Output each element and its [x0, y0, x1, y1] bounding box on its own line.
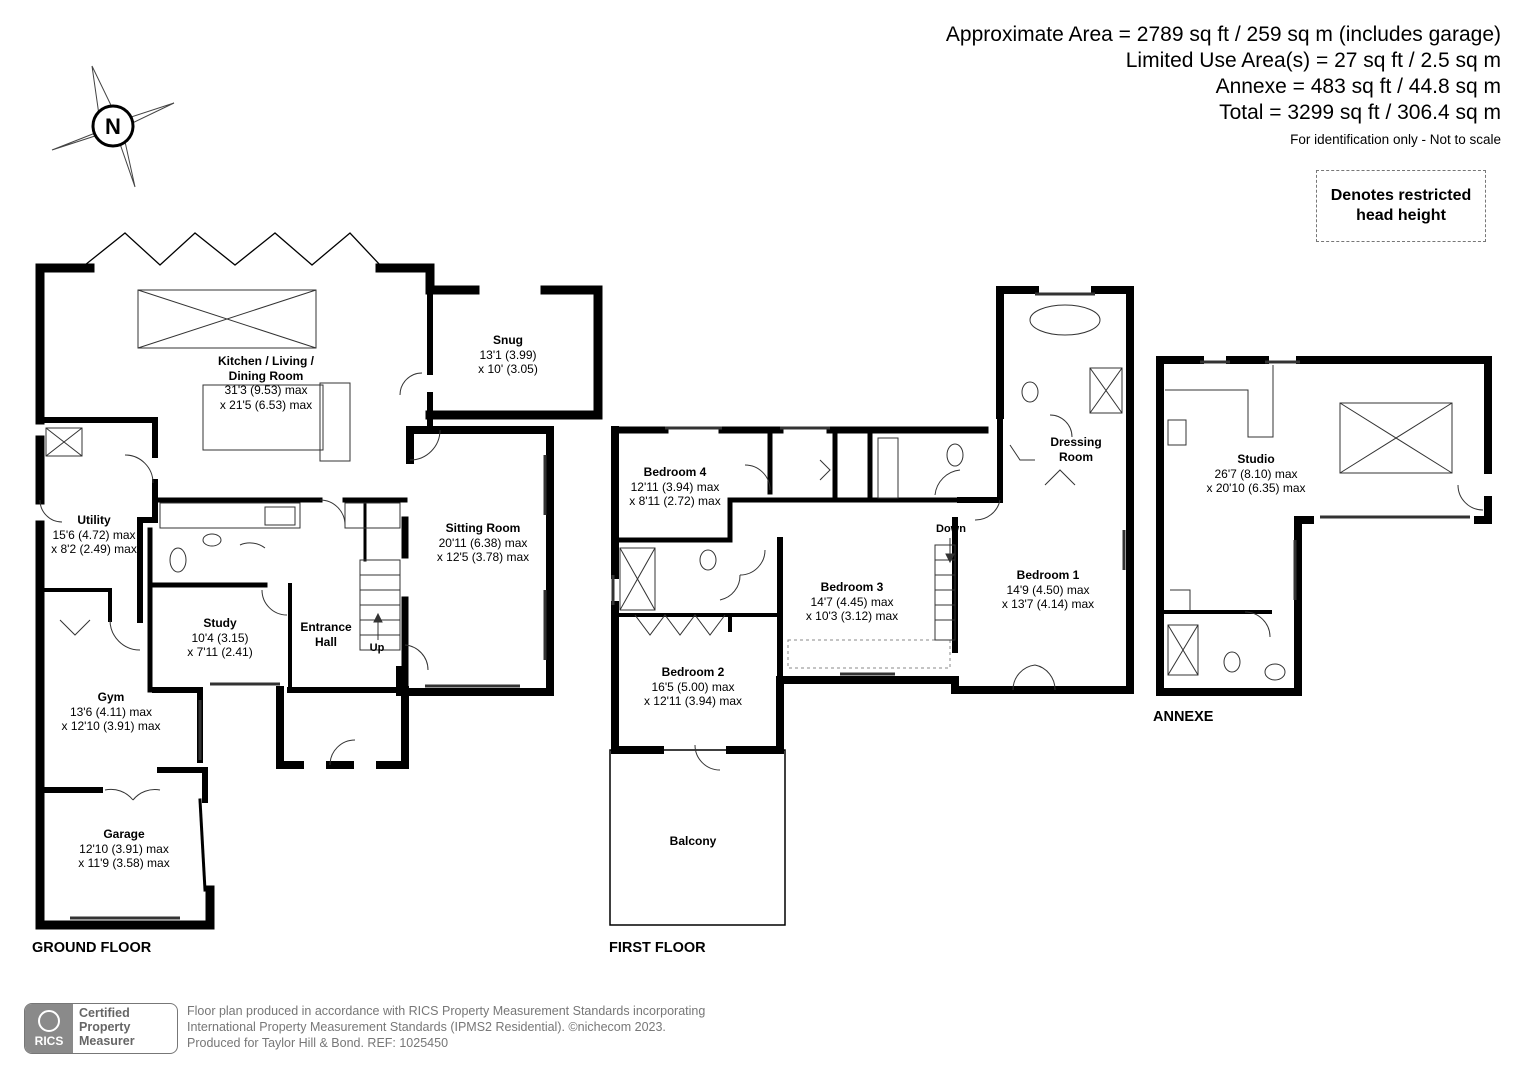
rics-line-1: Certified: [79, 1006, 130, 1020]
room-gym: Gym 13'6 (4.11) max x 12'10 (3.91) max: [61, 690, 160, 734]
room-entrance-hall: Entrance Hall: [300, 620, 351, 649]
area-limited-use: Limited Use Area(s) = 27 sq ft / 2.5 sq …: [1125, 49, 1501, 72]
room-dim-1: 13'1 (3.99): [479, 347, 537, 362]
room-dim-2: x 13'7 (4.14) max: [1001, 597, 1095, 611]
room-name: Garage: [103, 827, 145, 841]
room-name-line-2: Dining Room: [228, 368, 304, 383]
room-dim-2: x 10'3 (3.12) max: [805, 609, 899, 623]
area-approximate: Approximate Area = 2789 sq ft / 259 sq m…: [945, 23, 1501, 46]
room-dim-2: x 11'9 (3.58) max: [78, 856, 170, 870]
room-balcony: Balcony: [670, 834, 717, 849]
room-bedroom-1: Bedroom 1 14'9 (4.50) max x 13'7 (4.14) …: [1002, 568, 1094, 612]
room-name: Study: [203, 616, 237, 630]
rics-emblem-icon: [38, 1009, 60, 1032]
room-dim-1: 14'9 (4.50) max: [1006, 582, 1090, 597]
room-name: Snug: [493, 333, 523, 347]
area-annexe: Annexe = 483 sq ft / 44.8 sq m: [1215, 75, 1501, 98]
room-name: Bedroom 3: [820, 580, 884, 594]
area-total: Total = 3299 sq ft / 306.4 sq m: [1219, 101, 1501, 124]
room-dim-1: 12'11 (3.94) max: [630, 479, 720, 494]
room-dim-1: 26'7 (8.10) max: [1214, 466, 1298, 481]
room-name-line-2: Room: [1058, 449, 1093, 464]
room-dim-2: x 8'2 (2.49) max: [51, 542, 137, 556]
stairs-up-label: Up: [369, 642, 385, 654]
floor-label-ground: GROUND FLOOR: [32, 940, 152, 956]
room-dim-1: 15'6 (4.72) max: [52, 527, 136, 542]
footer-line-2: International Property Measurement Stand…: [187, 1020, 666, 1034]
room-dim-2: x 10' (3.05): [478, 362, 538, 376]
room-dim-2: x 7'11 (2.41): [187, 645, 253, 659]
room-name: Bedroom 2: [661, 665, 725, 679]
room-snug: Snug 13'1 (3.99) x 10' (3.05): [478, 333, 538, 377]
room-name: Kitchen / Living /: [217, 354, 315, 368]
room-utility: Utility 15'6 (4.72) max x 8'2 (2.49) max: [51, 513, 137, 557]
annexe-fixtures: [1165, 360, 1484, 681]
room-bedroom-2: Bedroom 2 16'5 (5.00) max x 12'11 (3.94)…: [644, 665, 742, 709]
first-floor-fixtures: [609, 292, 1126, 926]
rics-text: Certified Property Measurer: [73, 1004, 141, 1053]
room-dim-2: x 20'10 (6.35) max: [1206, 481, 1306, 495]
room-name: Gym: [97, 690, 125, 704]
restricted-height-legend: Denotes restricted head height: [1316, 170, 1486, 242]
room-name: Entrance: [300, 620, 352, 634]
room-garage: Garage 12'10 (3.91) max x 11'9 (3.58) ma…: [78, 827, 169, 871]
scale-note: For identification only - Not to scale: [1290, 132, 1501, 147]
room-dim-2: x 8'11 (2.72) max: [629, 494, 721, 508]
footer-line-1: Floor plan produced in accordance with R…: [187, 1004, 706, 1018]
rics-mark: RICS: [25, 1004, 73, 1053]
footer-text: Floor plan produced in accordance with R…: [187, 1003, 705, 1051]
room-dim-1: 20'11 (6.38) max: [438, 535, 528, 550]
area-summary: Approximate Area = 2789 sq ft / 259 sq m…: [946, 22, 1501, 126]
room-dim-1: 31'3 (9.53) max: [224, 383, 308, 397]
room-dim-1: 10'4 (3.15): [191, 630, 249, 645]
room-kitchen: Kitchen / Living / Dining Room 31'3 (9.5…: [218, 354, 314, 412]
rics-line-3: Measurer: [79, 1034, 135, 1048]
room-dim-2: x 12'10 (3.91) max: [61, 719, 161, 733]
room-name-line-2: Hall: [314, 634, 338, 649]
rics-mark-text: RICS: [34, 1033, 64, 1048]
ground-floor-fixtures: [39, 289, 547, 920]
compass-icon: N: [51, 65, 175, 188]
floor-label-annexe: ANNEXE: [1153, 709, 1214, 725]
legend-line-2: head height: [1356, 207, 1446, 224]
room-dim-1: 13'6 (4.11) max: [69, 704, 153, 719]
room-bedroom-4: Bedroom 4 12'11 (3.94) max x 8'11 (2.72)…: [629, 465, 720, 509]
rics-logo: RICS Certified Property Measurer: [24, 1003, 178, 1054]
room-dim-2: x 12'5 (3.78) max: [436, 550, 530, 564]
room-name: Balcony: [669, 834, 717, 848]
room-name: Studio: [1237, 452, 1275, 466]
floor-label-first: FIRST FLOOR: [609, 940, 706, 956]
room-bedroom-3: Bedroom 3 14'7 (4.45) max x 10'3 (3.12) …: [806, 580, 898, 624]
room-dim-1: 14'7 (4.45) max: [810, 594, 894, 609]
room-studio: Studio 26'7 (8.10) max x 20'10 (6.35) ma…: [1206, 452, 1305, 496]
room-name: Sitting Room: [445, 521, 521, 535]
room-dim-2: x 21'5 (6.53) max: [219, 397, 313, 412]
rics-line-2: Property: [79, 1020, 131, 1034]
room-name: Utility: [77, 513, 111, 527]
room-name: Bedroom 1: [1016, 568, 1080, 582]
footer-line-3: Produced for Taylor Hill & Bond. REF: 10…: [187, 1036, 449, 1050]
ground-floor-walls: [35, 232, 603, 930]
room-dim-1: 12'10 (3.91) max: [79, 841, 169, 856]
room-name: Dressing: [1050, 435, 1102, 449]
room-name: Bedroom 4: [643, 465, 707, 479]
annexe-walls: [1156, 356, 1492, 696]
room-sitting: Sitting Room 20'11 (6.38) max x 12'5 (3.…: [437, 521, 529, 565]
legend-line-1: Denotes restricted: [1330, 187, 1472, 204]
stairs-down-label: Down: [936, 523, 966, 535]
room-dressing: Dressing Room: [1050, 435, 1101, 464]
room-dim-2: x 12'11 (3.94) max: [643, 694, 743, 708]
room-dim-1: 16'5 (5.00) max: [651, 679, 735, 694]
room-study: Study 10'4 (3.15) x 7'11 (2.41): [187, 616, 252, 660]
compass-letter: N: [105, 114, 121, 139]
